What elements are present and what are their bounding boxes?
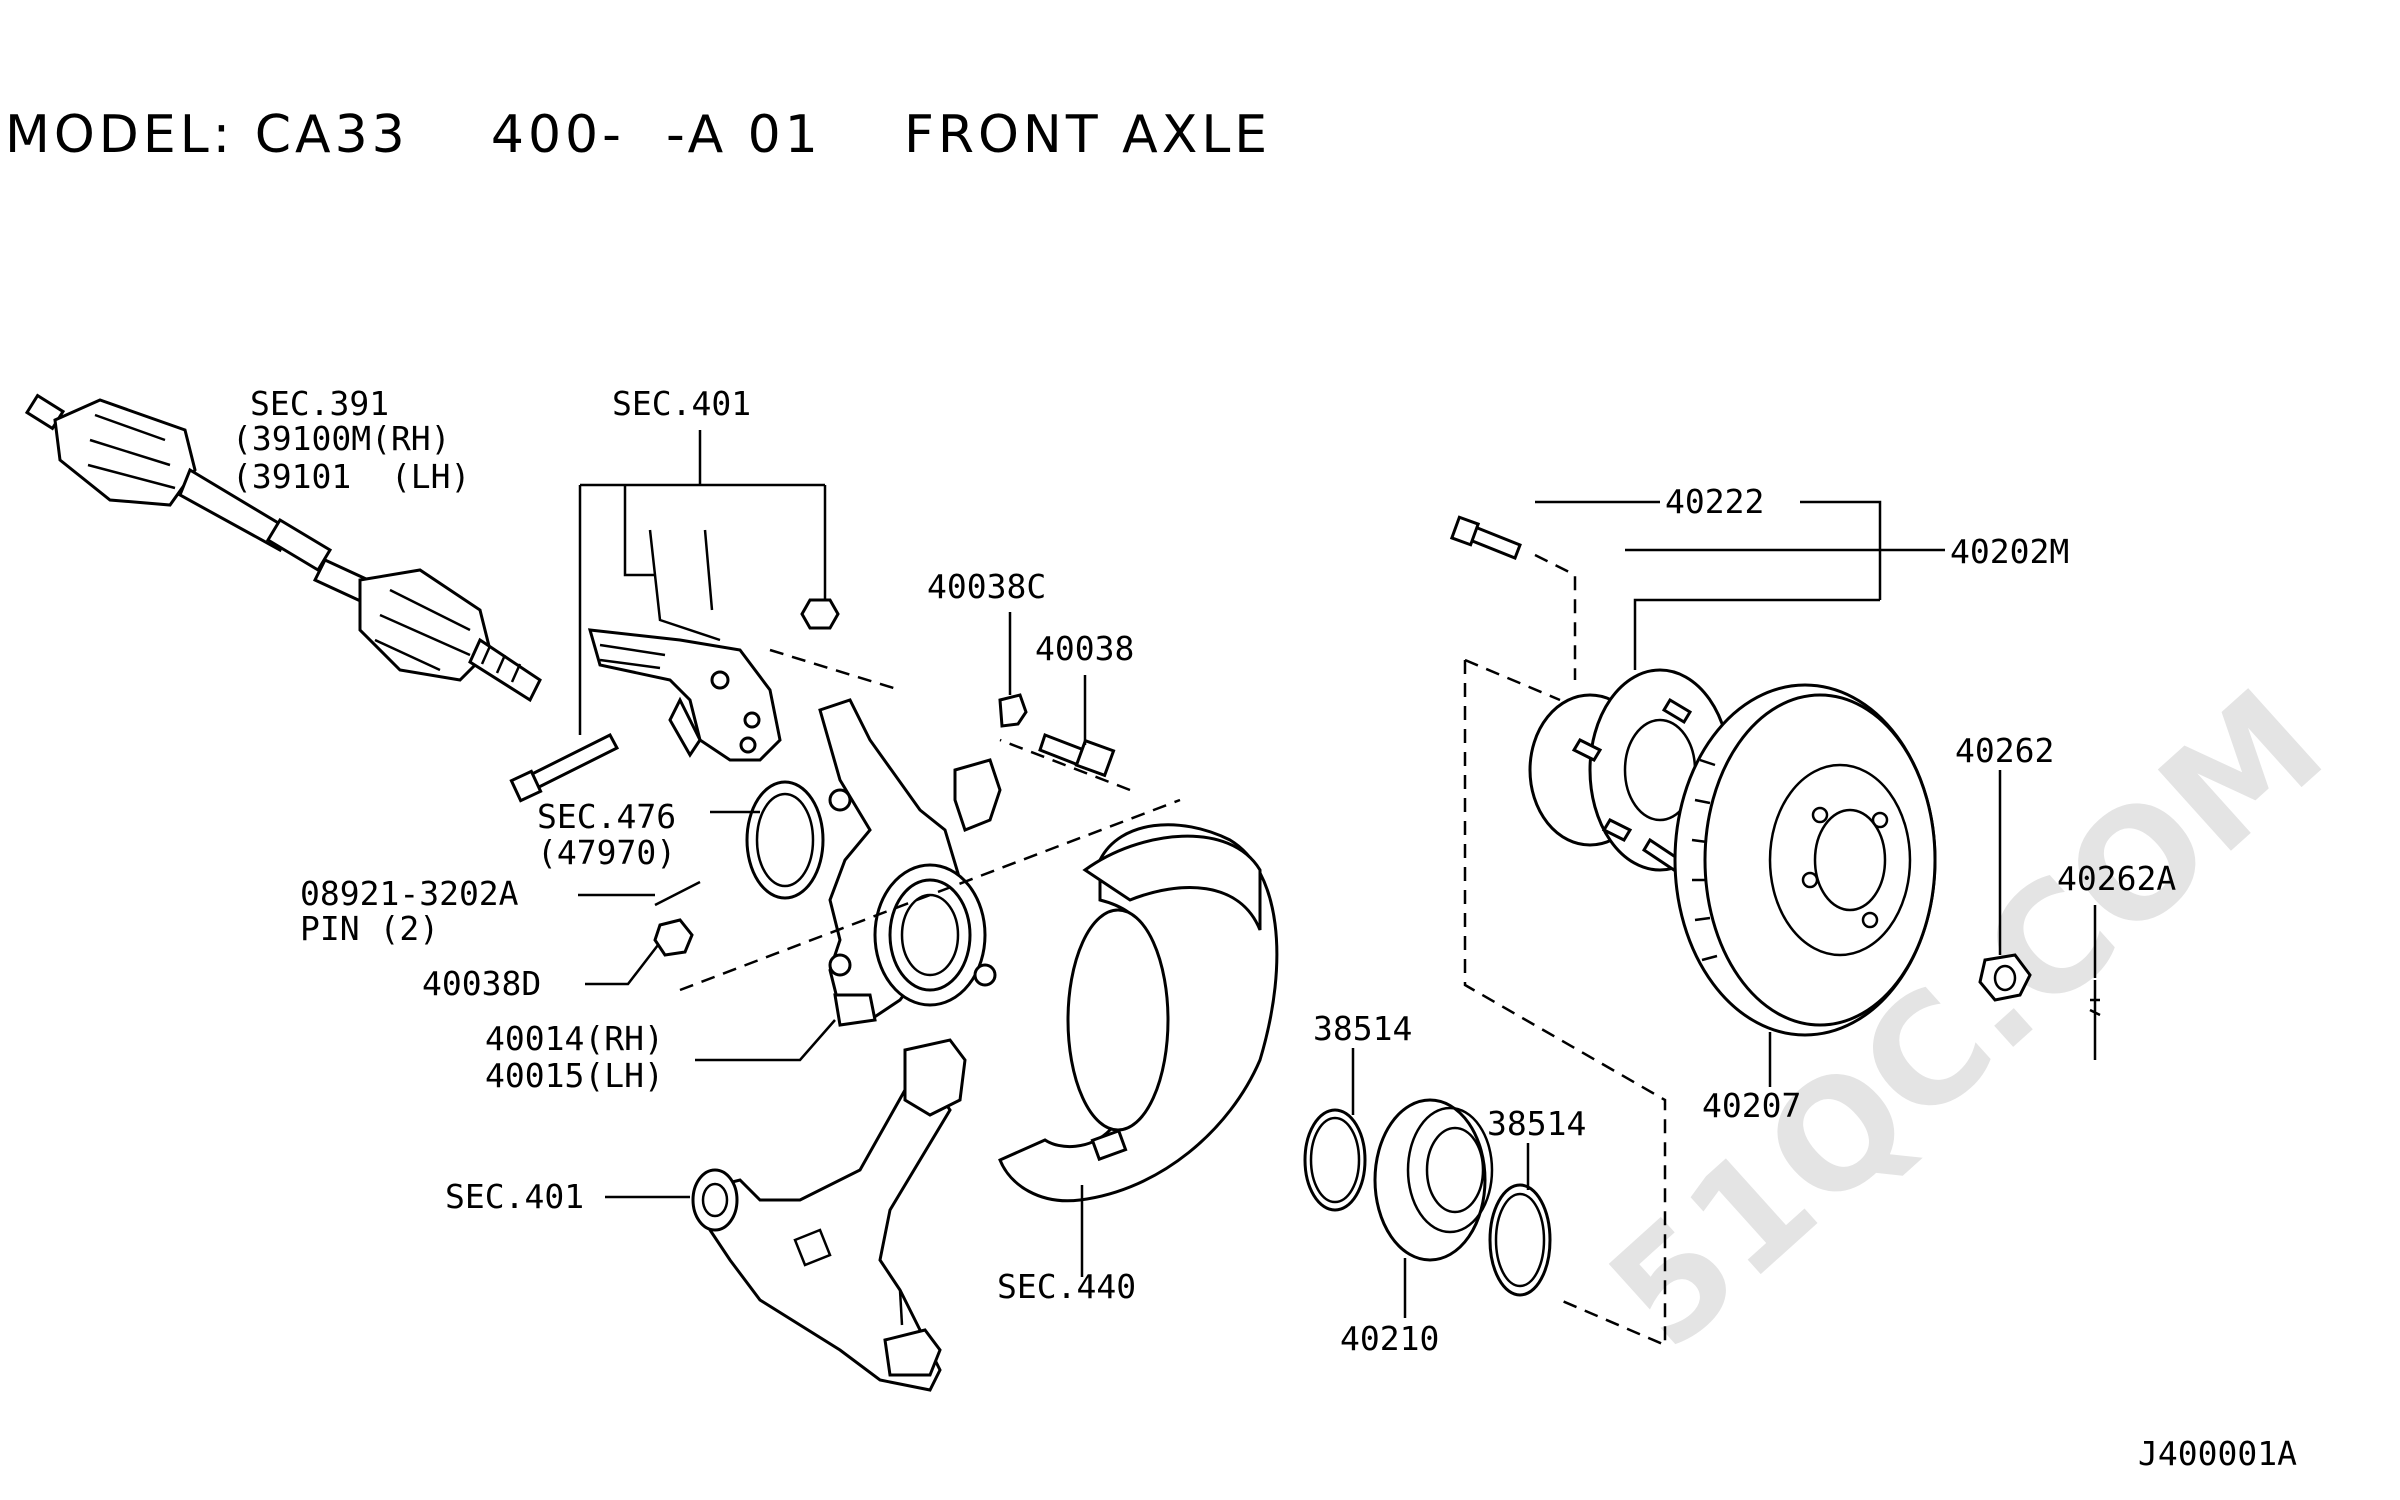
- label-40038: 40038: [1035, 629, 1134, 668]
- label-40014-rh: 40014(RH): [485, 1019, 664, 1058]
- label-40015-lh: 40015(LH): [485, 1056, 664, 1095]
- label-38514-right: 38514: [1487, 1104, 1586, 1143]
- lower-control-arm: [691, 1038, 967, 1392]
- label-pin-2: PIN (2): [300, 909, 439, 948]
- brake-disc-rotor: [1673, 683, 1937, 1037]
- hub-assembly-outline: [1463, 553, 1667, 1347]
- label-40038d: 40038D: [422, 964, 541, 1003]
- label-40222: 40222: [1665, 482, 1764, 521]
- label-40262: 40262: [1955, 731, 2054, 770]
- label-sec476: SEC.476: [537, 797, 676, 836]
- drive-shaft-assembly: [24, 393, 542, 703]
- strut-bracket: [509, 529, 840, 803]
- label-39101-lh: (39101 (LH): [232, 457, 470, 496]
- page-title: MODEL: CA33 400- -A 01 FRONT AXLE: [5, 105, 1271, 165]
- label-40210: 40210: [1340, 1319, 1439, 1358]
- label-sec401-top: SEC.401: [612, 384, 751, 423]
- leader-lines: [578, 430, 2097, 1318]
- label-40202m: 40202M: [1950, 532, 2069, 571]
- wheel-bearing-and-snap-rings: [1303, 1098, 1552, 1297]
- steering-knuckle: [653, 693, 1116, 1027]
- label-47970: (47970): [537, 833, 676, 872]
- dust-shield: [998, 823, 1279, 1203]
- label-40262a: 40262A: [2057, 859, 2176, 898]
- label-08921-3202a: 08921-3202A: [300, 874, 519, 913]
- label-38514-left: 38514: [1313, 1009, 1412, 1048]
- label-sec401-bottom: SEC.401: [445, 1177, 584, 1216]
- label-40207: 40207: [1702, 1086, 1801, 1125]
- label-40038c: 40038C: [927, 567, 1046, 606]
- wheel-nut-and-cotter-pin: [1978, 953, 2101, 1060]
- label-sec440: SEC.440: [997, 1267, 1136, 1306]
- knuckle-assembly-outline: [679, 648, 1181, 992]
- label-sec391: SEC.391: [250, 384, 389, 423]
- label-39100m-rh: (39100M(RH): [232, 419, 451, 458]
- drawing-id: J400001A: [2138, 1434, 2297, 1473]
